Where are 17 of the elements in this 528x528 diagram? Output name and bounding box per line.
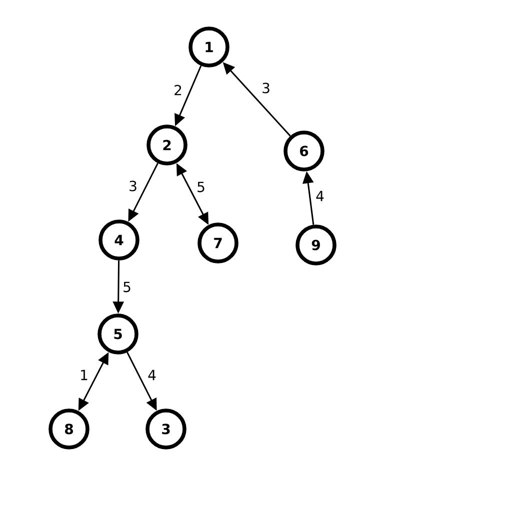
circle-node: 9: [296, 224, 336, 266]
circle-node: 8: [48, 408, 90, 450]
circle-node: 2: [146, 124, 188, 166]
edge-label: 4: [314, 190, 326, 202]
circle-node: 7: [198, 222, 238, 264]
edge-label: 5: [122, 280, 132, 294]
circle-node: 4: [98, 220, 140, 260]
edge-label: 5: [196, 180, 206, 194]
circle-node: 1: [188, 26, 230, 68]
circle-node: 5: [98, 314, 138, 354]
edge-label: 1: [78, 368, 90, 382]
edge-label: 4: [146, 368, 158, 382]
circle-node: 3: [146, 408, 186, 450]
edge-label: 3: [260, 82, 272, 94]
edge-label: 2: [172, 84, 184, 96]
edge-label: 3: [128, 180, 138, 192]
circle-node: 6: [284, 130, 324, 172]
